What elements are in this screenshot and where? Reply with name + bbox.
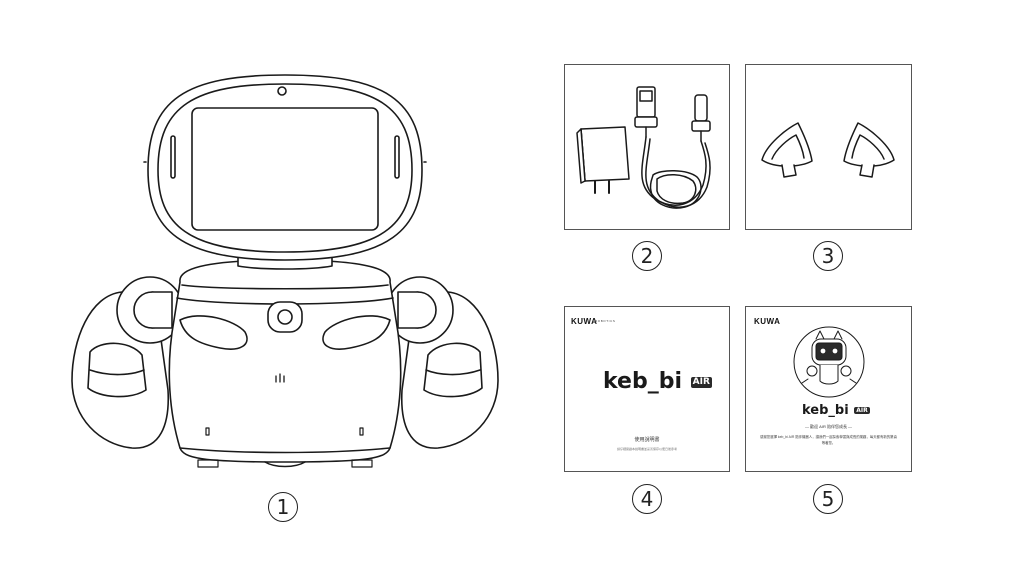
robot-body (168, 259, 402, 468)
card-logo: keb_bi AIR (802, 403, 870, 418)
manual-brand-sub: ROBOTICS (595, 319, 616, 323)
item-number-2: 2 (632, 241, 662, 271)
robot-head (143, 74, 427, 261)
card-brand: KUWA (754, 317, 781, 326)
manual-fine-print: 請仔細閱讀本說明書並妥善保存以便日後參考 (616, 447, 677, 451)
usb-a-plug-icon (634, 86, 658, 138)
manual-logo: keb_bi AIR (603, 369, 712, 394)
ears-illustration (761, 122, 895, 178)
usb-c-plug-icon (691, 94, 711, 142)
card-heading: — 歡迎 AIR 陪伴您成長 — (804, 424, 853, 429)
item-number-1: 1 (268, 492, 298, 522)
panel-ears (745, 64, 912, 230)
robot-left-arm (71, 276, 184, 449)
card-logo-text: keb_bi (802, 403, 849, 418)
panel-user-manual: KUWA ROBOTICS keb_bi AIR 使用說明書 請仔細閱讀本說明書… (564, 306, 730, 472)
item-number-5: 5 (813, 484, 843, 514)
card-logo-badge: AIR (854, 407, 870, 414)
cable-coil-icon (641, 136, 711, 209)
robot-right-arm (386, 276, 499, 449)
manual-subtitle: 使用說明書 (634, 437, 660, 443)
card-body: 感謝您選擇 keb_bi AIR 陪伴機器人，讓我們一起探索學習與成長的樂趣，每… (760, 435, 897, 445)
charger-cable-illustration (576, 86, 711, 209)
power-adapter-icon (576, 126, 630, 194)
card-robot-portrait (793, 326, 865, 398)
robot-illustration (71, 74, 499, 468)
item-number-4: 4 (632, 484, 662, 514)
manual-logo-badge: AIR (690, 376, 712, 388)
panel-charger-cable (564, 64, 730, 230)
manual-brand: KUWA (571, 317, 598, 326)
left-ear-icon (761, 122, 813, 178)
panel-welcome-card: KUWA keb_bi AIR — 歡迎 AIR 陪伴您成長 — 感謝您選擇 k… (745, 306, 912, 472)
manual-logo-text: keb_bi (603, 369, 682, 394)
right-ear-icon (843, 122, 895, 178)
item-number-3: 3 (813, 241, 843, 271)
